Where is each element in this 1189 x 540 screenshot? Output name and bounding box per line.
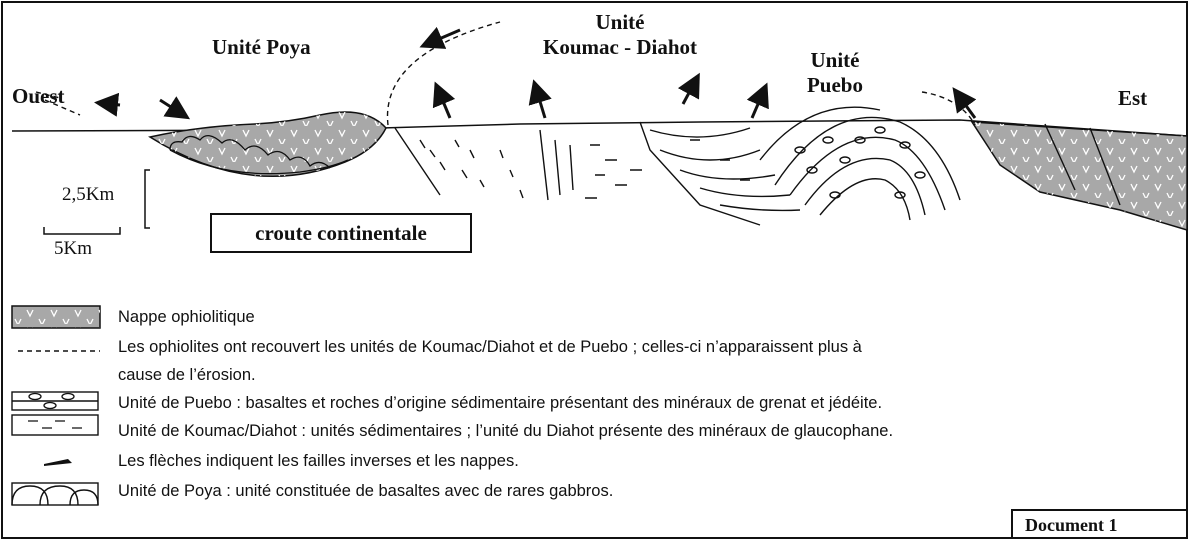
legend-text-poya: Unité de Poya : unité constituée de basa… — [118, 482, 614, 500]
legend-puebo-swatch — [11, 391, 99, 411]
scale-vertical-label: 2,5Km — [62, 184, 115, 205]
label-poya-unit: Unité Poya — [212, 35, 311, 59]
scale-horizontal-label: 5Km — [54, 238, 92, 259]
legend-poya-swatch — [11, 482, 99, 506]
legend-text-puebo: Unité de Puebo : basaltes et roches d’or… — [118, 394, 883, 412]
label-puebo-line2: Puebo — [806, 73, 863, 97]
label-puebo-unit: Unité Puebo — [790, 48, 880, 98]
legend-text-ophiolite: Nappe ophiolitique — [118, 308, 255, 326]
legend-arrow — [44, 459, 72, 466]
puebo-unit — [759, 106, 961, 221]
east-ophiolite-unit — [970, 121, 1188, 232]
label-east: Est — [1118, 86, 1148, 110]
label-koumac-line2: Koumac - Diahot — [543, 35, 697, 59]
fault-arrows — [94, 26, 977, 120]
scale-bars — [43, 169, 150, 235]
label-koumac-unit: Unité Koumac - Diahot — [520, 10, 720, 60]
legend-text-arrow: Les flèches indiquent les failles invers… — [118, 452, 519, 470]
legend-text-koumac: Unité de Koumac/Diahot : unités sédiment… — [118, 422, 894, 440]
document-label: Document 1 — [1011, 509, 1187, 539]
legend-text-dashed: Les ophiolites ont recouvert les unités … — [118, 338, 862, 356]
eroded-ophiolite-dashed-lines — [35, 21, 976, 126]
legend-symbols — [11, 305, 101, 506]
legend-koumac-swatch — [11, 414, 99, 436]
label-west: Ouest — [12, 84, 65, 108]
legend-text-dashed-cont: cause de l’érosion. — [118, 366, 256, 384]
koumac-diahot-unit — [394, 121, 801, 226]
label-koumac-line1: Unité — [595, 10, 645, 34]
poya-unit — [148, 111, 387, 177]
label-puebo-line1: Unité — [810, 48, 860, 72]
continental-crust-box: croute continentale — [210, 213, 472, 253]
